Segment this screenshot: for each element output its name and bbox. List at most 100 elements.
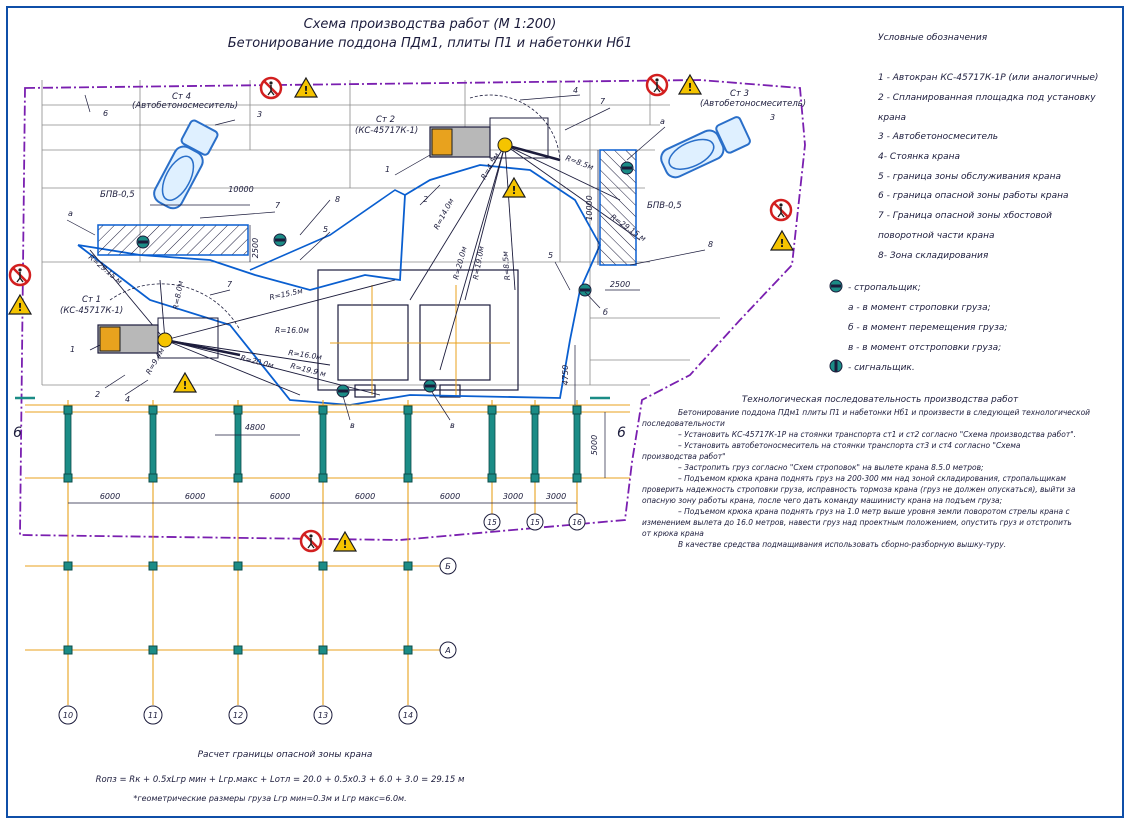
callout-leaders: [66, 94, 706, 421]
rigger-icon: [336, 384, 350, 398]
tech-line-2: последовательности: [642, 419, 725, 428]
legend-rigger: - стропальщик;: [848, 283, 921, 293]
calc-formula: Rопз = Rк + 0.5хLгр мин + Lгр.макс + Lот…: [96, 775, 465, 785]
legend-rigger-v: в - в момент отстроповки груза;: [848, 343, 1001, 353]
callout-7-mid: 7: [275, 201, 281, 210]
callout-5-right: 5: [548, 251, 553, 260]
tech-line-4: – Установить автобетоносмеситель на стоя…: [678, 441, 1021, 450]
section-mark-left: 6: [13, 425, 22, 441]
radius-label-14: R=14.0м: [432, 197, 456, 231]
tech-line-9: опасную зону работы крана, после чего да…: [642, 496, 1002, 505]
foundation-beams: [64, 409, 581, 481]
service-zone-left: [77, 164, 602, 406]
mixer-truck-left: [153, 119, 219, 210]
no-pedestrians-icon: [8, 263, 32, 287]
tech-line-10: – Подъемом крюка крана поднять груз на 1…: [678, 507, 1071, 516]
st3-label: Ст 3: [730, 89, 749, 99]
tech-line-7: – Подъемом крюка крана поднять груз на 2…: [678, 474, 1066, 483]
legend-item-5: 5 - граница зоны обслуживания крана: [878, 172, 1061, 182]
rigger-icon: [273, 233, 287, 247]
storage-zone-left: [97, 224, 249, 256]
callout-3-left: 3: [257, 110, 262, 119]
span-dim-2: 6000: [185, 492, 205, 501]
tech-heading: Технологическая последовательность произ…: [742, 395, 1019, 405]
callout-a-right: а: [660, 117, 665, 126]
legend-item-7b: поворотной части крана: [878, 231, 995, 241]
calc-note: *геометрические размеры груза Lгр мин=0.…: [133, 794, 406, 803]
dim-10000-v: 10000: [585, 195, 594, 220]
tech-line-12: от крюка крана: [642, 529, 704, 538]
rigger-icon: [423, 379, 437, 393]
callout-8-left: 8: [335, 195, 340, 204]
tech-line-11: изменением вылета до 16.0 метров, навест…: [642, 518, 1072, 527]
warning-triangle-icon: [678, 74, 702, 95]
axis-bubbles-upper: [483, 513, 586, 531]
span-dim-5: 6000: [440, 492, 460, 501]
no-pedestrians-icon: [769, 198, 793, 222]
dim-2500-h: 2500: [610, 280, 630, 289]
mixer-truck-right: [660, 116, 751, 179]
calculation: Расчет границы опасной зоны крана Rопз =…: [96, 750, 465, 803]
rigger-icon: [136, 235, 150, 249]
building-outline: [317, 269, 519, 398]
legend-item-3: 3 - Автобетоносмеситель: [878, 132, 998, 142]
dim-4800: 4800: [245, 423, 265, 432]
legend-item-6: 6 - граница опасной зоны работы крана: [878, 191, 1069, 201]
axis-label-11: 11: [148, 711, 158, 720]
legend-item-1: 1 - Автокран КС-45717К-1Р (или аналогичн…: [878, 73, 1098, 83]
st2-sublabel: (КС-45717К-1): [355, 126, 418, 136]
no-pedestrians-icon: [259, 76, 283, 100]
structural-axes: [25, 400, 630, 705]
tech-line-5: производства работ": [642, 452, 726, 461]
drawing-frame: [6, 6, 1124, 818]
radius-label-16-a: R=16.0м: [275, 326, 309, 335]
rigger-icon: [829, 279, 843, 293]
axis-bubbles-rows: [439, 557, 457, 659]
legend-item-4: 4- Стоянка крана: [878, 152, 960, 162]
tech-line-1: Бетонирование поддона ПДм1 плиты П1 и на…: [678, 408, 1090, 417]
axis-label-16: 16: [572, 518, 582, 527]
rigger-icon: [620, 161, 634, 175]
callout-4-left: 4: [125, 395, 130, 404]
danger-zone-boundary: [19, 79, 806, 541]
legend: Условные обозначения 1 - Автокран КС-457…: [829, 33, 1098, 373]
callout-1-top: 1: [385, 165, 390, 174]
rigger-icon: [578, 283, 592, 297]
tech-line-3: – Установить КС-45717К-1Р на стоянки тра…: [678, 430, 1076, 439]
building-axes: [330, 285, 510, 395]
warning-triangle-icon: [333, 531, 357, 552]
tech-sequence: Технологическая последовательность произ…: [642, 395, 1090, 549]
radius-label-20-top: R=20.0м: [451, 245, 469, 280]
st2-label: Ст 2: [376, 115, 395, 125]
dimension-lines: [150, 150, 640, 478]
legend-item-2b: крана: [878, 113, 906, 123]
radius-label-15-5: R=15.5м: [269, 286, 304, 302]
axis-label-15-1: 15: [530, 518, 540, 527]
warning-triangle-icon: [173, 372, 197, 393]
title-line-2: Бетонирование поддона ПДм1, плиты П1 и н…: [228, 36, 633, 51]
signalman-icon: [829, 359, 843, 373]
legend-heading: Условные обозначения: [878, 33, 988, 43]
st4-label: Ст 4: [172, 92, 191, 102]
title-line-1: Схема производства работ (М 1:200): [304, 17, 557, 32]
radius-label-29-left: R=29.15 м: [87, 253, 124, 286]
storage-zone-right: [599, 149, 637, 266]
span-dim-1: 6000: [100, 492, 120, 501]
callout-3-right: 3: [770, 113, 775, 122]
axis-label-13: 13: [318, 711, 328, 720]
callout-a-left: а: [68, 209, 73, 218]
callout-2-left: 2: [95, 390, 100, 399]
bpv-left-label: БПВ-0,5: [100, 190, 135, 200]
axis-label-10: 10: [63, 711, 73, 720]
callout-8-right: 8: [708, 240, 713, 249]
axis-label-b: Б: [445, 562, 451, 571]
st1-sublabel: (КС-45717К-1): [60, 306, 123, 316]
axis-label-15: 15: [487, 518, 497, 527]
radius-label-8-5-b: R=8.5м: [564, 153, 595, 172]
span-dim-4: 6000: [355, 492, 375, 501]
dim-2500-v: 2500: [251, 238, 260, 258]
span-dim-7: 3000: [546, 492, 566, 501]
callout-v-2: в: [450, 421, 455, 430]
axis-label-a: А: [444, 646, 450, 655]
legend-item-7: 7 - Граница опасной зоны хбостовой: [878, 211, 1052, 221]
